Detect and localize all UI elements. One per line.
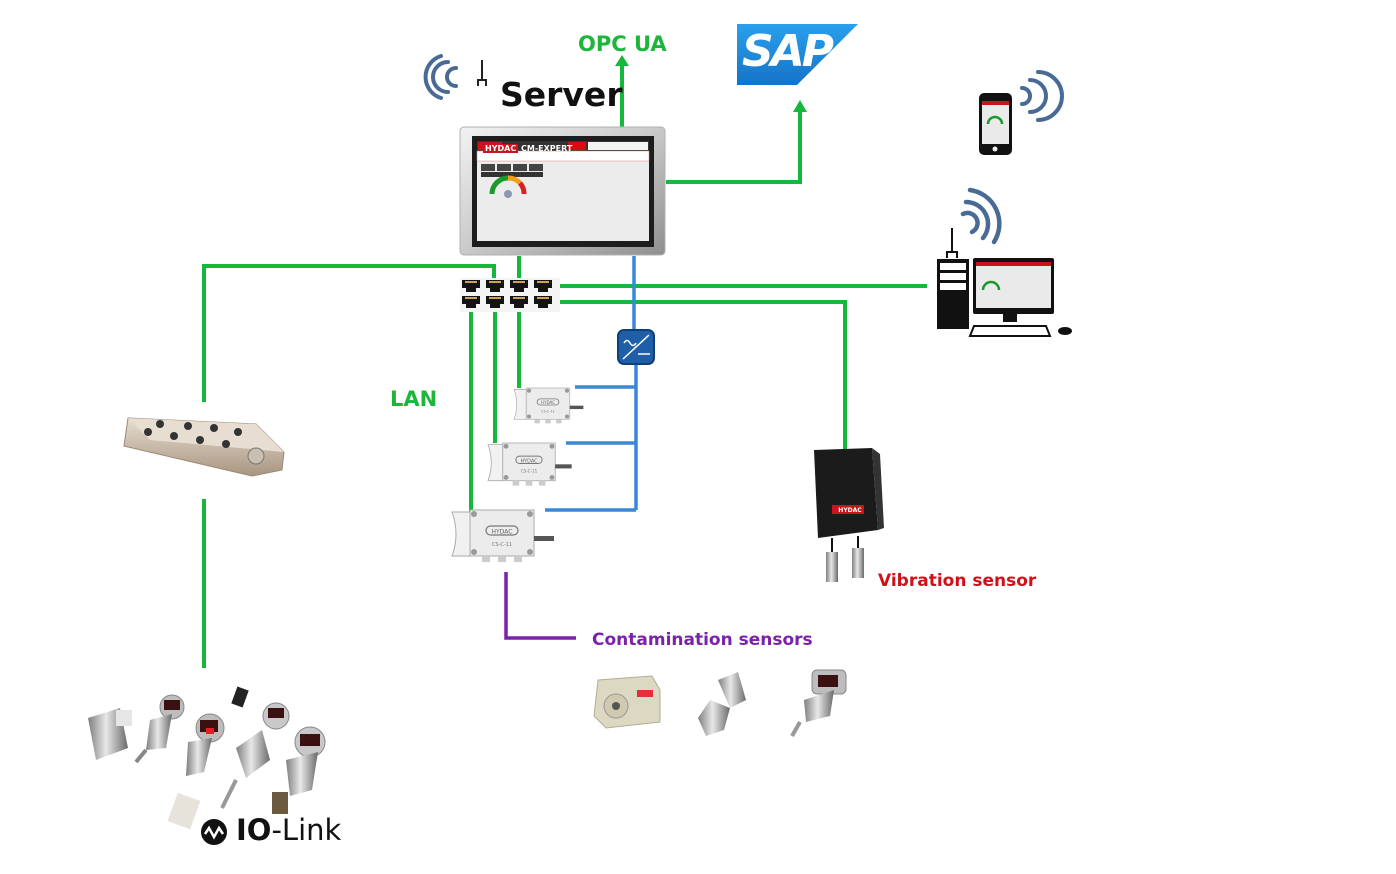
cs-module-brand: HYDAC <box>541 400 555 405</box>
opc-ua-label: OPC UA <box>578 32 667 56</box>
sap-arrow-icon <box>793 100 807 112</box>
contamination-sensors-label: Contamination sensors <box>592 630 813 650</box>
cs-module-model: CS-C-11 <box>521 469 538 474</box>
power-lines <box>545 256 638 512</box>
port-contacts <box>513 297 525 299</box>
server-label: Server <box>500 75 623 114</box>
sap-link <box>666 110 802 184</box>
vibration-sensor-label: Vibration sensor <box>878 571 1037 591</box>
switch-ports <box>462 280 552 308</box>
contamination-sensor-3 <box>790 669 847 737</box>
vibration-link <box>558 300 847 450</box>
io-link-label-rest: -Link <box>271 813 342 847</box>
server-hmi-panel[interactable] <box>459 126 666 256</box>
contamination-link <box>504 572 576 640</box>
io-link-logo-icon <box>201 819 227 845</box>
contamination-sensor-1 <box>593 675 661 729</box>
server-wifi-icon <box>423 54 458 100</box>
port-contacts <box>465 297 477 299</box>
vibration-sensor-box <box>814 448 884 582</box>
port-contacts <box>537 281 549 283</box>
power-supply-icon <box>617 329 655 365</box>
port-contacts <box>489 281 501 283</box>
cs-module-brand: HYDAC <box>492 529 513 536</box>
hmi-brand: HYDAC <box>483 144 519 153</box>
desktop-pc-icon[interactable] <box>937 258 1072 337</box>
cs-module-brand: HYDAC <box>520 458 538 464</box>
hmi-app-name: CM-EXPERT <box>521 144 573 153</box>
opc-arrow-icon <box>615 55 629 66</box>
antenna-icon <box>477 60 487 86</box>
io-link-label-bold: IO <box>236 813 272 847</box>
cs-module-model: CS-C-11 <box>541 409 555 413</box>
sap-logo <box>737 24 858 85</box>
hmi-title: HYDAC CM-EXPERT <box>483 144 572 153</box>
sap-label: SAP <box>742 26 834 77</box>
lan-arrowheads <box>615 55 807 112</box>
port-contacts <box>513 281 525 283</box>
io-link-label: IO-Link <box>236 813 341 847</box>
cs-module: HYDAC CS-C-11 <box>451 509 554 562</box>
port-contacts <box>465 281 477 283</box>
lan-label: LAN <box>390 387 438 411</box>
smartphone-wifi-icon <box>1020 70 1064 122</box>
cs-module: HYDAC CS-C-11 <box>513 387 584 424</box>
io-master-link <box>202 264 496 402</box>
io-link-master <box>123 417 285 477</box>
smartphone-icon[interactable] <box>979 93 1012 155</box>
io-link-sensors <box>88 686 326 830</box>
cs-module: HYDAC CS-C-11 <box>487 442 572 486</box>
cs-module-model: CS-C-11 <box>492 542 512 548</box>
port-contacts <box>489 297 501 299</box>
lan-lines <box>202 64 927 668</box>
port-contacts <box>537 297 549 299</box>
pc-antenna-icon <box>946 228 958 258</box>
pc-wifi-icon <box>960 187 1002 245</box>
vibration-brand: HYDAC <box>838 507 862 514</box>
contamination-sensor-2 <box>698 672 746 736</box>
